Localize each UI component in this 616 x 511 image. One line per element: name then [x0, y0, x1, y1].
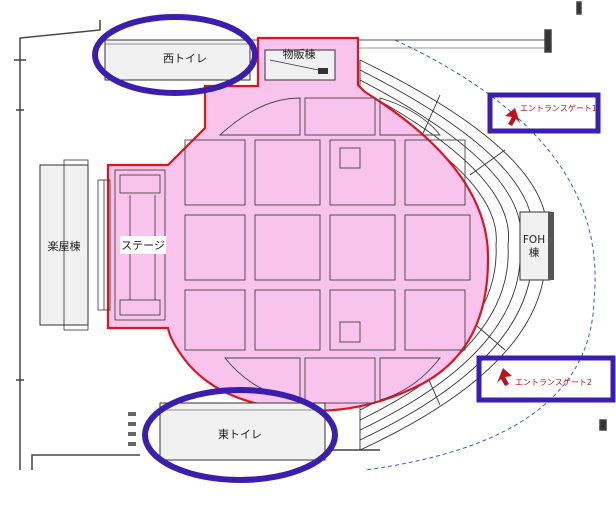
- stage-label-bg: [120, 236, 166, 254]
- east-toilet-label: 東トイレ: [218, 428, 262, 441]
- entrance-gate-2-label: エントランスゲート2: [515, 377, 592, 387]
- floor-grid: [184, 97, 471, 404]
- west-toilet-label: 西トイレ: [163, 52, 207, 65]
- entrance-gate-1-label: エントランスゲート1: [520, 103, 597, 113]
- foh-label-bottom: 棟: [529, 246, 540, 259]
- merch-label: 物販棟: [283, 47, 316, 61]
- merch-building: [264, 49, 336, 81]
- west-toilet-building: [104, 39, 251, 81]
- dressing-label: 楽屋棟: [48, 239, 81, 253]
- east-toilet-highlight: [142, 387, 338, 483]
- entrance-gate-1-box: [487, 92, 601, 134]
- dressing-building: [39, 159, 89, 331]
- standing-area: [106, 36, 490, 412]
- stage-label: ステージ: [121, 239, 165, 252]
- entrance-gate-2-box: [476, 355, 616, 403]
- entrance-arrow-icon: [505, 108, 520, 126]
- entrance-arrow-icon: [497, 368, 512, 386]
- east-toilet-building: [128, 402, 326, 461]
- west-toilet-highlight: [92, 14, 258, 96]
- route-dashed-line: [364, 39, 596, 471]
- foh-label-top: FOH: [523, 234, 545, 246]
- foh-building: [519, 211, 554, 281]
